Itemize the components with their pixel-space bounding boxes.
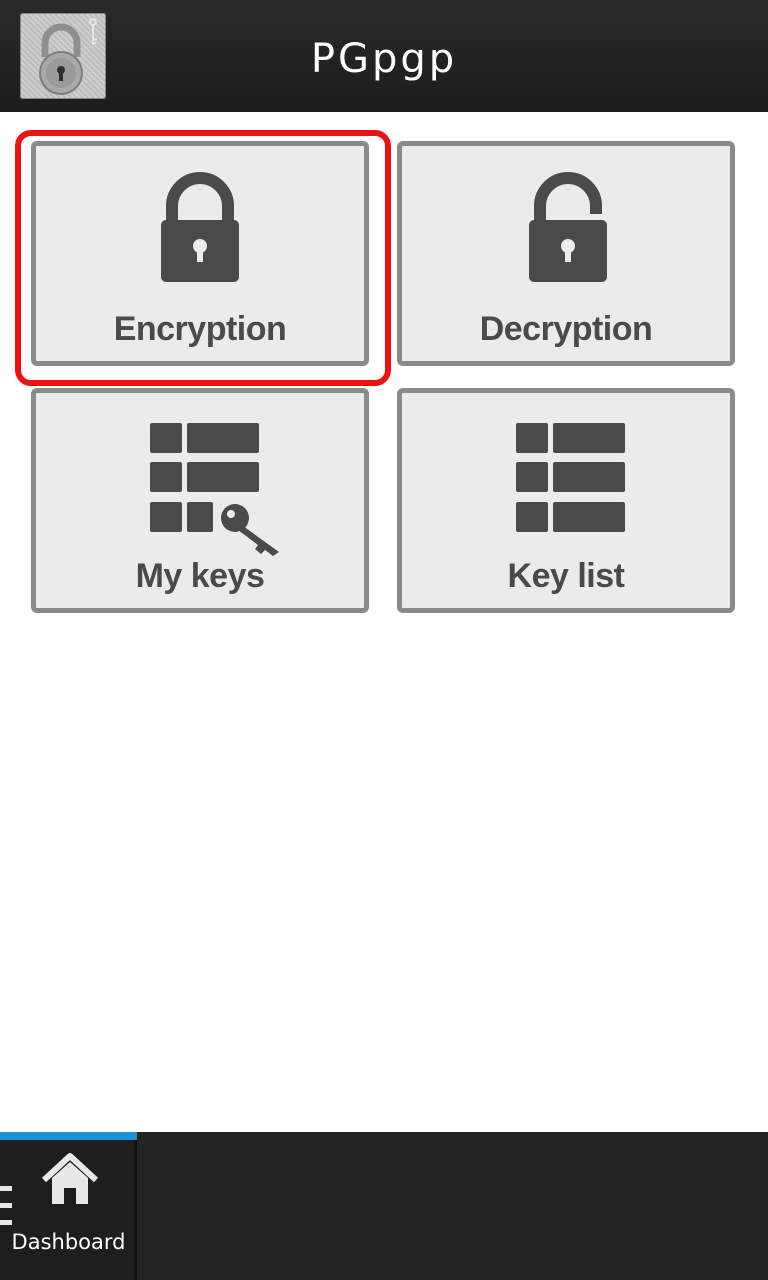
lock-open-icon (529, 172, 607, 282)
home-icon (41, 1153, 99, 1204)
title-bar: PGpgp (0, 0, 768, 112)
active-tab-indicator (0, 1132, 137, 1140)
dashboard-tab[interactable]: Dashboard (0, 1132, 137, 1280)
my-keys-label: My keys (135, 557, 265, 595)
key-table-icon (150, 423, 279, 556)
my-keys-tile[interactable]: My keys (31, 388, 369, 613)
encryption-label: Encryption (113, 310, 287, 348)
bottom-action-bar: Dashboard (0, 1132, 768, 1280)
padlock-app-icon (20, 13, 106, 99)
decryption-tile[interactable]: Decryption (397, 141, 735, 366)
lock-closed-icon (161, 172, 239, 282)
list-table-icon (516, 423, 625, 532)
key-list-tile[interactable]: Key list (397, 388, 735, 613)
app-title: PGpgp (310, 36, 458, 82)
decryption-label: Decryption (479, 310, 653, 348)
dashboard-label: Dashboard (11, 1230, 126, 1254)
key-list-label: Key list (507, 557, 625, 595)
encryption-tile[interactable]: Encryption (31, 141, 369, 366)
overflow-menu-icon[interactable] (0, 1184, 14, 1228)
